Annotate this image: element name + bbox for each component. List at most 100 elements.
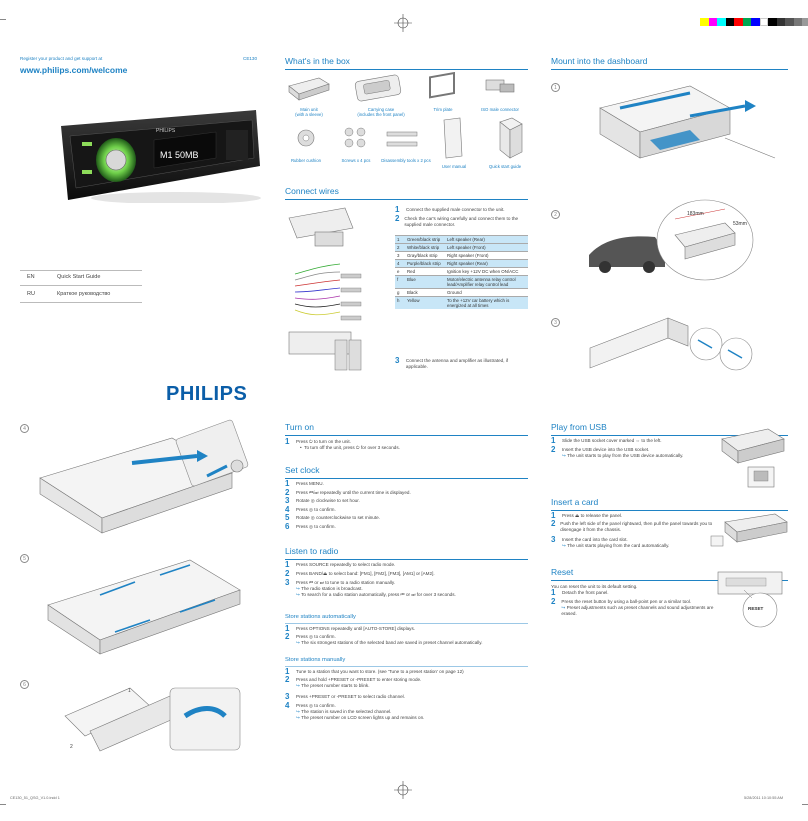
reset-intro: You can reset the unit to its default se… <box>551 584 638 589</box>
card-illustration <box>710 513 788 547</box>
color-swatch <box>785 18 794 26</box>
box-item-label: ISO male connector <box>481 107 519 112</box>
color-calibration-bar <box>700 18 808 26</box>
svg-text:1: 1 <box>128 688 131 694</box>
mount-illustration-3 <box>589 317 753 371</box>
box-item-label: Rubber cushion <box>290 158 322 163</box>
mount-illustration-1 <box>599 85 776 159</box>
step-circle: 2 <box>551 210 560 219</box>
support-url[interactable]: www.philips.com/welcome <box>20 65 128 75</box>
section-title-mount: Mount into the dashboard <box>551 56 648 66</box>
section-title-insert-card: Insert a card <box>551 497 599 507</box>
box-item-label: Screws x 4 pcs <box>341 158 371 163</box>
footer-timestamp: 5/28/2011 10:10:55 AM <box>744 796 783 800</box>
subsection-title-auto-store: Store stations automatically <box>285 614 356 620</box>
wire-key: 3 <box>395 251 405 260</box>
lang-code-en: EN <box>27 274 35 280</box>
lang-code-ru: RU <box>27 291 35 297</box>
box-item-label: Disassembly tools x 2 pcs <box>381 158 431 163</box>
wiring-illustration <box>288 207 362 371</box>
color-swatch <box>776 18 785 26</box>
wire-description: Motor/electric antenna relay control lea… <box>445 275 528 289</box>
wire-key: g <box>395 288 405 297</box>
color-swatch <box>708 18 717 26</box>
subsection-title-manual-store: Store stations manually <box>285 657 346 663</box>
color-swatch <box>793 18 802 26</box>
section-title-listen-radio: Listen to radio <box>285 546 339 556</box>
wire-key: e <box>395 267 405 276</box>
register-text: Register your product and get support at <box>20 56 103 61</box>
dimension-label: 183mm <box>687 211 704 217</box>
crop-mark <box>0 804 6 805</box>
wire-color: White/black strip <box>405 243 445 252</box>
reset-button[interactable]: RESET <box>748 606 764 611</box>
svg-text:PHILIPS: PHILIPS <box>156 128 176 134</box>
user-manual-icon <box>443 117 463 159</box>
wire-color: Green/black strip <box>405 235 445 244</box>
mount-illustration-2: 183mm 53mm <box>589 199 754 281</box>
step-circle: 3 <box>551 318 560 327</box>
wire-key: 4 <box>395 259 405 268</box>
section-title-play-usb: Play from USB <box>551 422 607 432</box>
philips-logo: PHILIPS <box>166 383 248 405</box>
mount-illustration-5 <box>47 559 241 655</box>
disassembly-tools-icon <box>386 131 418 147</box>
step-circle: 6 <box>20 680 29 689</box>
footer-file-name: CE130_51_QSG_V1.0.indd 1 <box>10 796 60 800</box>
color-swatch <box>725 18 734 26</box>
wire-description: Left speaker (Rear) <box>445 235 528 244</box>
wire-key: 1 <box>395 235 405 244</box>
crop-mark <box>802 804 808 805</box>
wire-key: h <box>395 296 405 309</box>
section-title-turn-on: Turn on <box>285 422 314 432</box>
box-item-label: Trim plate <box>433 107 453 112</box>
box-item-label: Carrying case (includes the front panel) <box>357 107 405 117</box>
dimension-label: 53mm <box>733 221 747 227</box>
radio-display-text: M1 50MB <box>160 150 199 160</box>
svg-text:2: 2 <box>70 744 73 750</box>
model-number: CE130 <box>243 56 258 61</box>
wire-description: To the +12V car battery which is energiz… <box>445 296 528 309</box>
step-circle: 4 <box>20 424 29 433</box>
section-title-connect-wires: Connect wires <box>285 186 339 196</box>
box-item-label: Main unit (with a sleeve) <box>295 107 323 117</box>
wire-key: 2 <box>395 243 405 252</box>
wire-color: Gray/black strip <box>405 251 445 260</box>
wire-description: Right speaker (Rear) <box>445 259 528 268</box>
color-swatch <box>802 18 808 26</box>
box-item-label: Quick start guide <box>488 164 522 169</box>
mount-illustration-4 <box>39 419 249 534</box>
lang-name-en: Quick Start Guide <box>57 274 101 280</box>
quick-start-guide-icon <box>499 117 523 159</box>
rubber-cushion-icon <box>297 129 315 147</box>
wire-color: Blue <box>405 275 445 289</box>
